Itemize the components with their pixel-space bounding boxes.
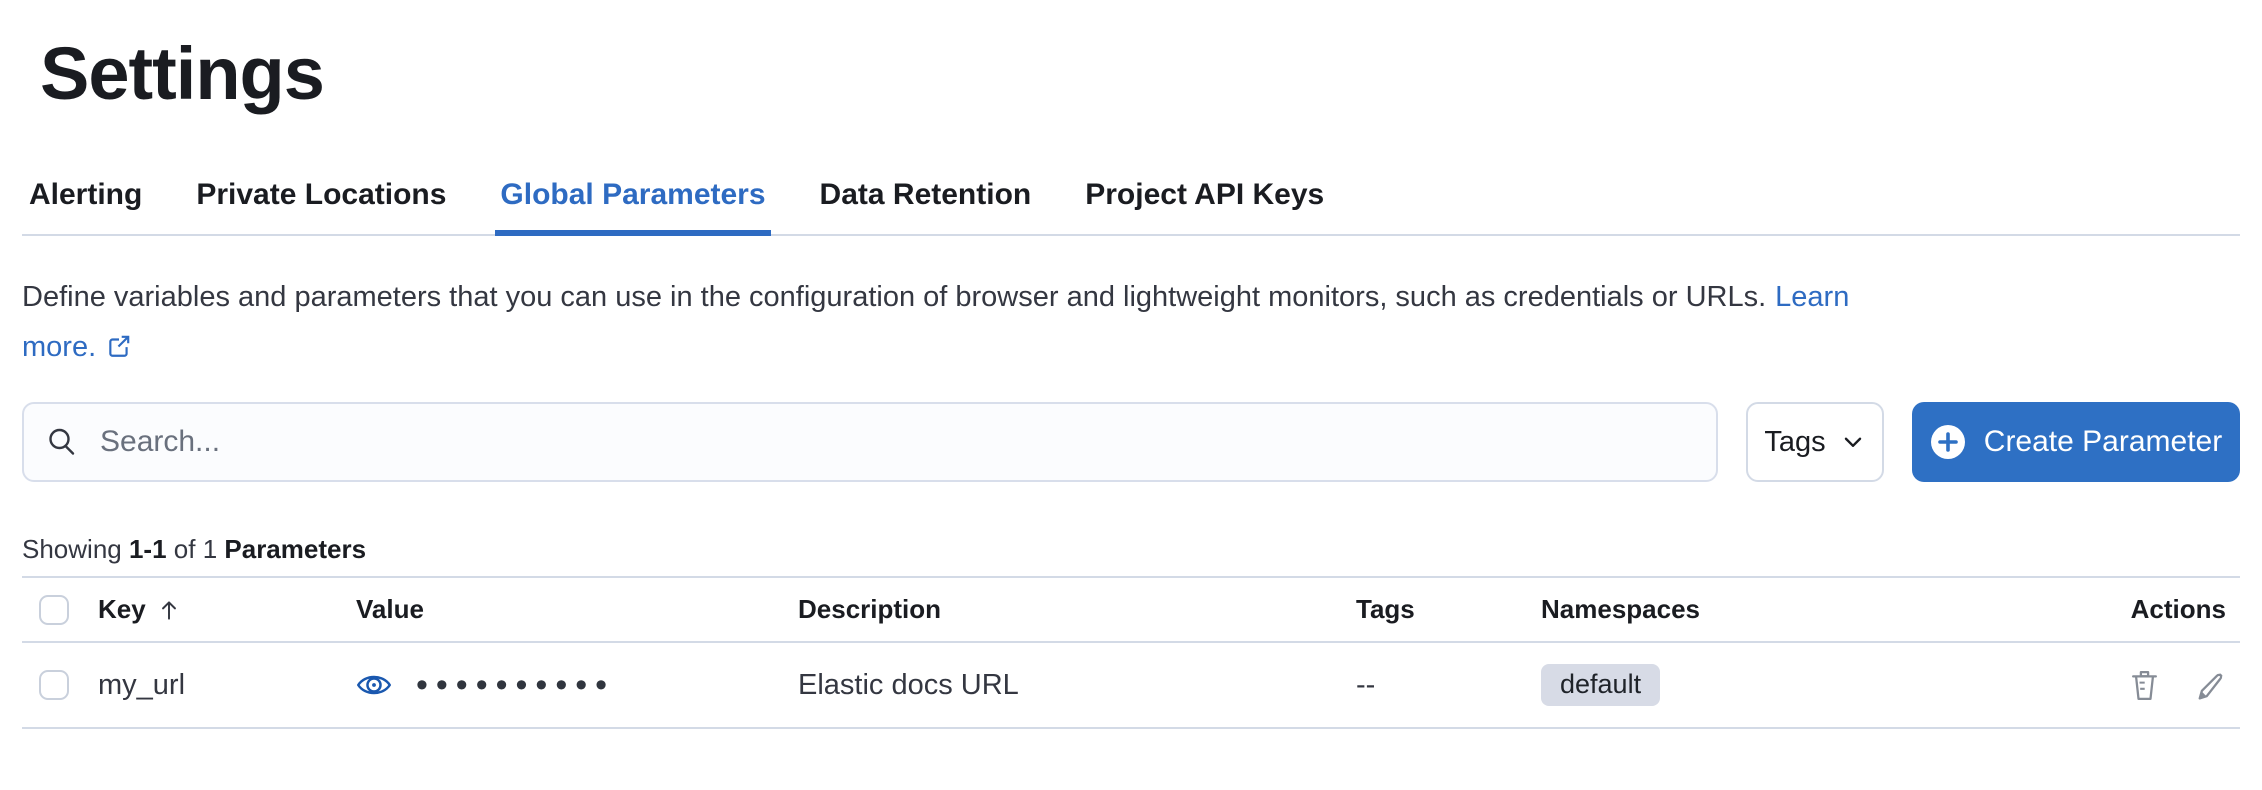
row-key: my_url <box>98 668 186 701</box>
column-header-key[interactable]: Key <box>98 594 356 625</box>
row-tags: -- <box>1356 668 1376 701</box>
tab-private-locations[interactable]: Private Locations <box>196 178 447 211</box>
tab-project-api-keys[interactable]: Project API Keys <box>1085 178 1325 211</box>
row-checkbox[interactable] <box>39 670 69 700</box>
row-actions <box>2060 669 2240 702</box>
row-namespaces: default <box>1541 664 2060 706</box>
table-header-row: Key Value Description Tags Namespaces Ac… <box>22 576 2240 643</box>
namespace-badge: default <box>1541 664 1661 706</box>
page-description: Define variables and parameters that you… <box>22 272 2240 372</box>
tab-data-retention[interactable]: Data Retention <box>819 178 1032 211</box>
column-header-actions: Actions <box>2130 594 2226 624</box>
row-value-cell: •••••••••• <box>356 667 798 703</box>
masked-value: •••••••••• <box>416 666 616 704</box>
trash-icon[interactable] <box>2128 669 2161 702</box>
create-parameter-button[interactable]: Create Parameter <box>1912 402 2240 482</box>
tab-global-parameters[interactable]: Global Parameters <box>495 178 771 236</box>
tags-filter-button[interactable]: Tags <box>1746 402 1884 482</box>
chevron-down-icon <box>1844 437 1861 447</box>
parameters-table: Key Value Description Tags Namespaces Ac… <box>22 576 2240 729</box>
search-icon <box>49 428 75 455</box>
plus-in-circle-icon <box>1930 425 1965 459</box>
column-header-tags: Tags <box>1356 594 1415 624</box>
column-header-namespaces: Namespaces <box>1541 594 1700 624</box>
description-text: Define variables and parameters that you… <box>22 281 1767 313</box>
sort-ascending-icon <box>161 600 176 620</box>
eye-icon[interactable] <box>356 667 392 703</box>
search-input[interactable] <box>98 424 1694 460</box>
select-all-checkbox[interactable] <box>39 594 69 625</box>
search-box <box>22 402 1718 482</box>
pencil-icon[interactable] <box>2193 669 2226 702</box>
column-header-description: Description <box>798 594 942 624</box>
page-title: Settings <box>40 32 325 115</box>
tab-alerting[interactable]: Alerting <box>29 178 143 211</box>
results-entity: Parameters <box>224 534 367 564</box>
results-summary: Showing 1-1 of 1 Parameters <box>22 534 367 564</box>
results-range: 1-1 <box>128 534 167 564</box>
parameters-toolbar: Tags Create Parameter <box>22 402 2240 482</box>
settings-tabs: Alerting Private Locations Global Parame… <box>22 178 2240 236</box>
row-description: Elastic docs URL <box>798 668 1019 701</box>
external-link-icon <box>109 335 130 357</box>
column-header-value: Value <box>356 594 424 624</box>
table-row: my_url •••••••••• Elastic docs URL -- de… <box>22 643 2240 729</box>
settings-page: Settings Alerting Private Locations Glob… <box>0 36 2262 729</box>
